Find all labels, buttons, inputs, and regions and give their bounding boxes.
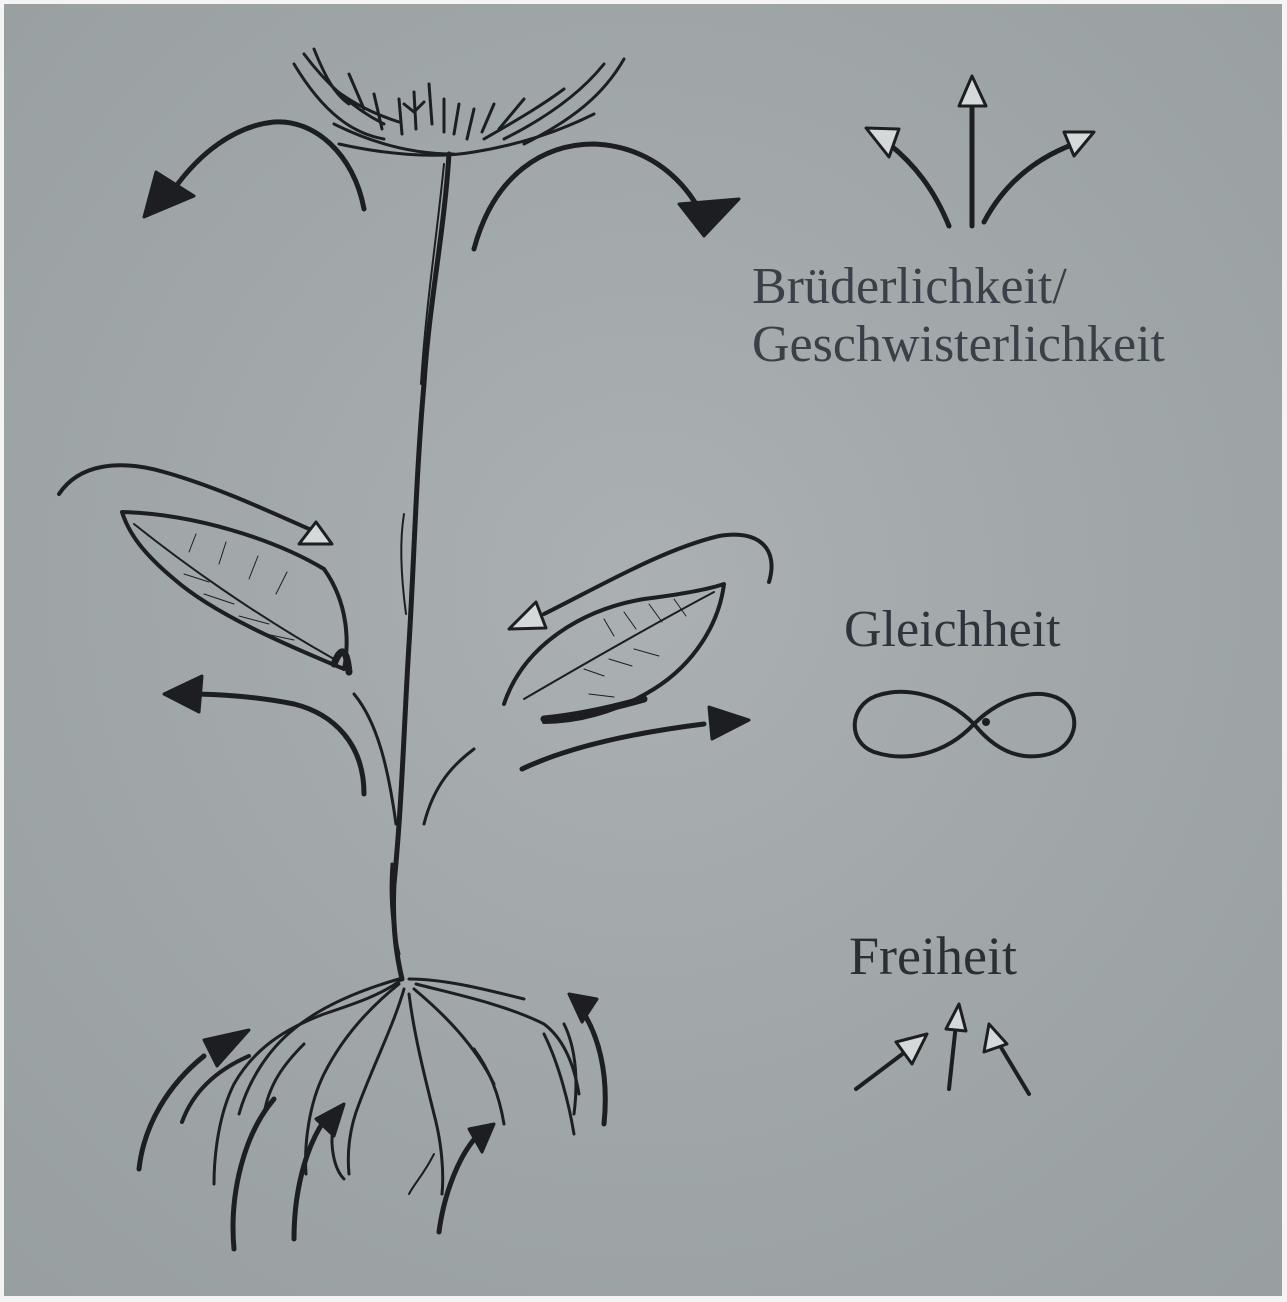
plant-drawing [4,4,1282,1296]
label-line-2: Geschwisterlichkeit [752,316,1165,374]
label-bruederlichkeit: Brüderlichkeit/ Geschwisterlichkeit [752,258,1165,374]
paper-background: Brüderlichkeit/ Geschwisterlichkeit Glei… [4,4,1282,1296]
label-gleichheit: Gleichheit [844,601,1061,659]
label-freiheit: Freiheit [849,926,1017,986]
label-line-1: Brüderlichkeit/ [752,258,1165,316]
paper-shading [4,4,1282,1296]
